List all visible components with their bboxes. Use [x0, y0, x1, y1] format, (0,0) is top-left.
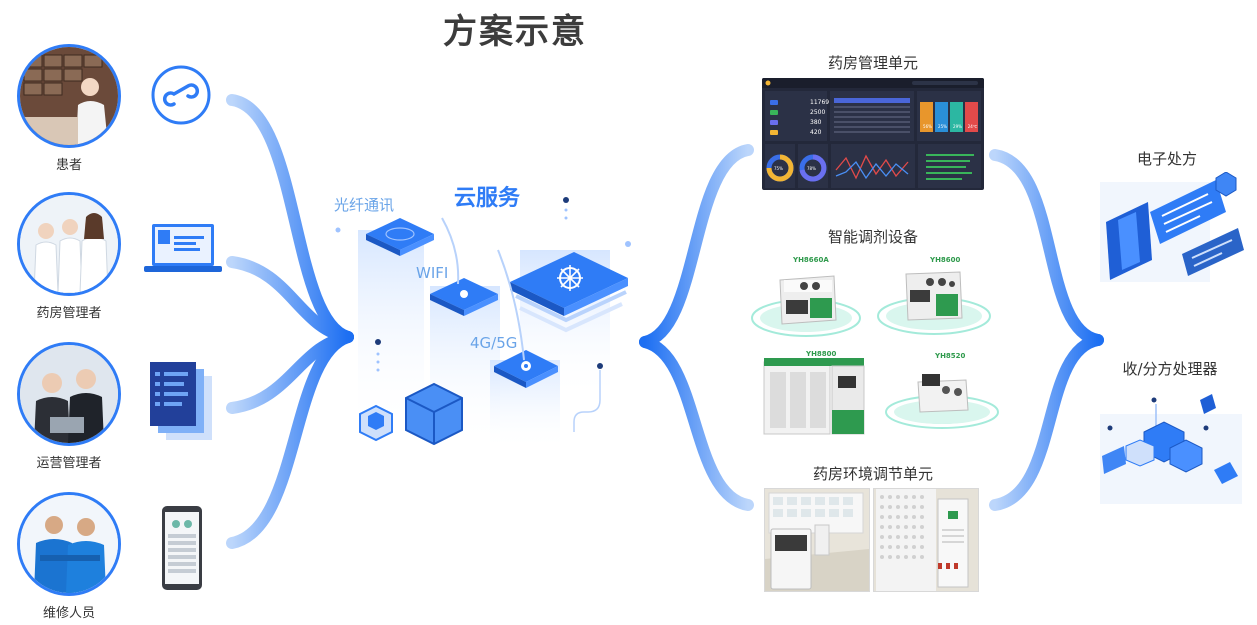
- device-model-2: YH8600: [930, 256, 961, 264]
- dashboard-stat-3: 380: [810, 119, 822, 126]
- dashboard-gauge-2: 78%: [807, 166, 816, 171]
- curve-mgmt-unit: [639, 144, 754, 348]
- device-model-3: YH8800: [806, 350, 837, 358]
- role-pharmacy-manager: 药房管理者: [17, 192, 121, 321]
- dispensing-devices: [751, 271, 999, 435]
- wifi-link-label: WIFI: [416, 264, 449, 282]
- fiber-link-label: 光纤通讯: [334, 196, 395, 214]
- dashboard-tile-3: 29%: [953, 124, 962, 129]
- wifi-node-icon: [430, 278, 498, 316]
- cube-cluster-icon: [359, 382, 463, 446]
- role-label-repair-staff: 维修人员: [42, 606, 95, 621]
- mobile-link-label: 4G/5G: [470, 334, 518, 352]
- repair-staff-avatar: [17, 492, 121, 596]
- document-stack-icon: [150, 362, 212, 440]
- role-label-operations-manager: 运营管理者: [36, 456, 102, 471]
- dashboard-tile-2: 25%: [938, 124, 947, 129]
- device-model-4: YH8520: [935, 352, 966, 360]
- pharmacy-dashboard-screenshot: 11769 2500 380 420 56% 25% 29% 24℃ 75% 7…: [762, 78, 984, 190]
- curve-pharmacy-mgr: [226, 256, 354, 343]
- cloud-service-illustration: [335, 197, 631, 450]
- dashboard-tile-4: 24℃: [967, 124, 978, 129]
- pharmacy-manager-avatar: [17, 192, 121, 296]
- page-title: 方案示意: [443, 12, 587, 52]
- eprescription-icon: [1100, 172, 1244, 282]
- curve-env-unit: [639, 336, 754, 511]
- fiber-node-icon: [366, 218, 434, 256]
- mobile-phone-icon: [162, 506, 202, 590]
- dispensing-machine-1: [779, 275, 837, 325]
- dashboard-tiles: 56% 25% 29% 24℃: [920, 124, 980, 129]
- laptop-icon: [144, 224, 222, 272]
- dispensing-machine-4: [917, 374, 969, 413]
- eprescription-label: 电子处方: [1136, 150, 1197, 168]
- operations-manager-avatar: [17, 342, 121, 446]
- dispensing-machine-2: [905, 271, 963, 321]
- curve-repair: [226, 331, 354, 549]
- air-conditioner-photo: [873, 488, 979, 592]
- mobile-network-node-icon: [494, 350, 558, 388]
- dispensing-unit-label: 智能调剂设备: [827, 228, 918, 246]
- dashboard-stat-2: 2500: [810, 109, 826, 116]
- patient-avatar: [17, 44, 121, 148]
- role-repair-staff: 维修人员: [17, 492, 121, 621]
- role-label-patient: 患者: [55, 158, 82, 173]
- role-label-pharmacy-manager: 药房管理者: [36, 306, 102, 321]
- dashboard-tile-1: 56%: [923, 124, 932, 129]
- curve-processor: [989, 334, 1104, 511]
- device-model-1: YH8660A: [793, 256, 829, 264]
- mini-program-link-icon: [151, 65, 211, 125]
- role-operations-manager: 运营管理者: [17, 342, 121, 471]
- prescription-processor-icon: [1100, 394, 1242, 504]
- environment-unit-label: 药房环境调节单元: [812, 465, 933, 483]
- curve-patient: [226, 94, 354, 343]
- kubernetes-cluster-icon: [510, 252, 628, 333]
- role-patient: 患者: [17, 44, 121, 173]
- pharmacy-mgmt-unit-label: 药房管理单元: [827, 54, 918, 72]
- dashboard-gauge-1: 75%: [774, 166, 783, 171]
- dashboard-stat-1: 11769: [810, 99, 830, 106]
- dispensing-machine-3: [763, 358, 865, 435]
- dashboard-stats: 11769 2500 380 420: [800, 98, 829, 138]
- curve-eprescription: [989, 149, 1104, 346]
- cloud-service-label: 云服务: [454, 186, 521, 211]
- dashboard-stat-4: 420: [810, 129, 822, 136]
- processor-label: 收/分方处理器: [1122, 360, 1218, 378]
- air-purifier-photo: [764, 488, 870, 592]
